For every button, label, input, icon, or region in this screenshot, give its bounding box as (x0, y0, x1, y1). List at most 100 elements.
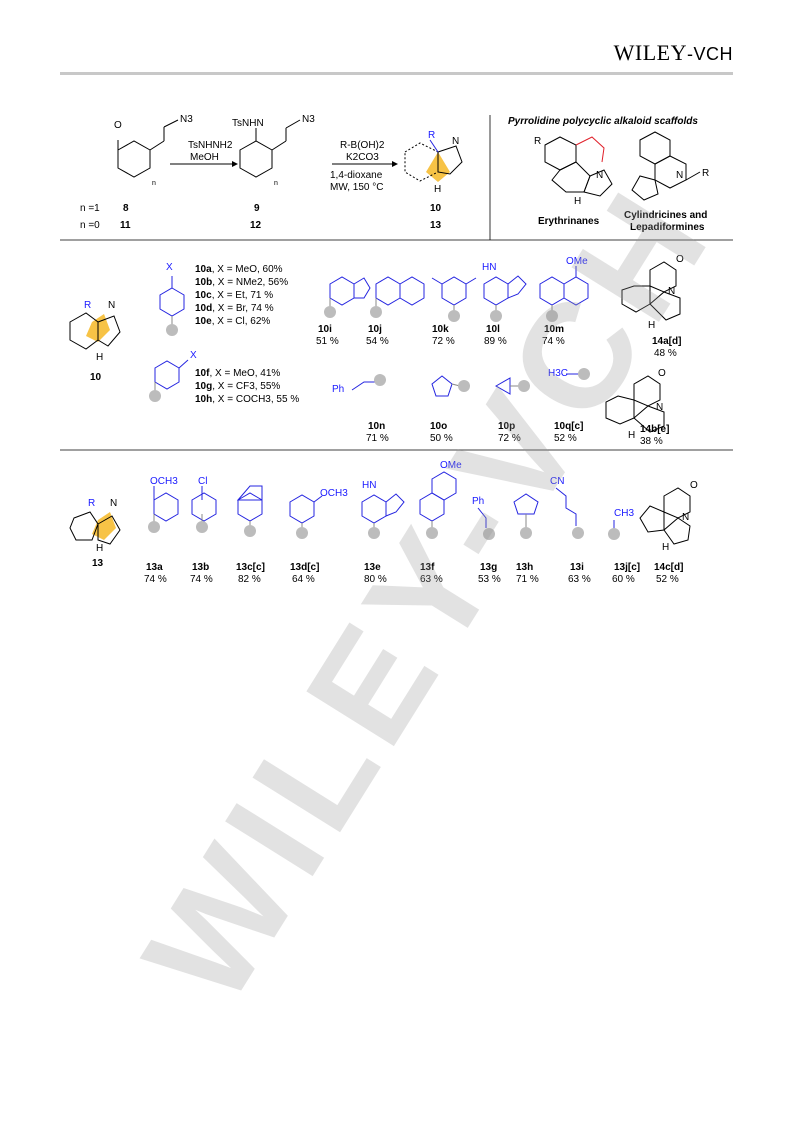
yield-13b: 74 % (190, 574, 213, 585)
yield-13j: 60 % (612, 574, 635, 585)
cmpd-10j: 10j (368, 324, 382, 335)
cylindricines-label: Cylindricines and (624, 210, 708, 221)
benzodioxane-structure (370, 276, 425, 318)
erythrinane-structure (544, 136, 613, 197)
cmpd-10o: 10o (430, 421, 448, 432)
benzodioxole-structure (324, 276, 371, 318)
ketone-structure (117, 119, 179, 178)
cmpd-13b: 13b (192, 562, 210, 573)
wiley-vch-logo: WILEY-VCH (613, 40, 733, 65)
cmpd-10g: 10g (195, 381, 213, 392)
cmpd-13c: 13c[c] (236, 562, 265, 573)
indole-structure (483, 275, 527, 322)
13j-ch3-label: CH3 (614, 508, 635, 519)
yield-13c: 82 % (238, 574, 261, 585)
yield-10o: 50 % (430, 433, 453, 444)
yield-13h: 71 % (516, 574, 539, 585)
cylindricine-r-label: R (702, 168, 710, 179)
cmpd-10m: 10m (544, 324, 565, 335)
ketone-oxygen: O (114, 120, 122, 131)
core10-nh-label: N (108, 300, 116, 311)
14a-o-label: O (676, 254, 684, 265)
14b-n-label: N (656, 402, 664, 413)
yield-10f: , X = MeO, 41% (209, 368, 281, 379)
cmpd-13f: 13f (420, 562, 435, 573)
azide-label-1: N3 (180, 114, 193, 125)
compound-13: 13 (430, 220, 442, 231)
10n-ph-label: Ph (332, 384, 345, 395)
cylindricine-n-label: N (676, 170, 684, 181)
product-r-label: R (428, 130, 436, 141)
yield-13e: 80 % (364, 574, 387, 585)
cmpd-10d: 10d (195, 303, 213, 314)
cmpd-10i: 10i (318, 324, 332, 335)
yield-14a: 48 % (654, 348, 677, 359)
yield-10p: 72 % (498, 433, 521, 444)
yield-10i: 51 % (316, 336, 339, 347)
yield-10c: , X = Et, 71 % (211, 290, 274, 301)
naphthyl-ome-label: OMe (566, 256, 588, 267)
13f-ome-label: OMe (440, 460, 462, 471)
reagent-dioxane: 1,4-dioxane (330, 170, 383, 181)
core-13-structure (69, 511, 121, 545)
para-aryl-structure (159, 276, 185, 336)
header-rule (60, 72, 733, 75)
compound-8: 8 (123, 203, 129, 214)
para-x-label: X (166, 262, 173, 273)
reagent-boronic-acid: R-B(OH)2 (340, 140, 385, 151)
cmpd-10h: 10h (195, 394, 213, 405)
cmpd-14c: 14c[d] (654, 562, 684, 573)
cmpd-13h: 13h (516, 562, 534, 573)
tricyclic-14b-structure (605, 375, 665, 433)
phenylpropyl-structure (351, 374, 386, 391)
14c-h-label: H (662, 542, 670, 553)
yield-10d: , X = Br, 74 % (212, 303, 274, 314)
core10-label: 10 (90, 372, 102, 383)
yield-14c: 52 % (656, 574, 679, 585)
dimethylphenyl-structure (431, 276, 477, 322)
product-h-label: H (434, 184, 442, 195)
cmpd-14b: 14b[e] (640, 424, 670, 435)
product-nh-label: N (452, 136, 460, 147)
indole-hn-label: HN (482, 262, 497, 273)
compound-12: 12 (250, 220, 262, 231)
core13-h-label: H (96, 543, 104, 554)
yield-10a: , X = MeO, 60% (211, 264, 283, 275)
cmpd-13j: 13j[c] (614, 562, 641, 573)
methoxynaphthyl-structure (539, 266, 589, 322)
yield-13f: 63 % (420, 574, 443, 585)
core13-label: 13 (92, 558, 104, 569)
13i-cn-label: CN (550, 476, 565, 487)
compound-9: 9 (254, 203, 260, 214)
reagent-k2co3: K2CO3 (346, 152, 379, 163)
cmpd-10e: 10e (195, 316, 212, 327)
cmpd-10q: 10q[c] (554, 421, 584, 432)
14a-h-label: H (648, 320, 656, 331)
methyl-structure (566, 368, 590, 380)
scaffold-title: Pyrrolidine polycyclic alkaloid scaffold… (508, 116, 698, 127)
core-10-structure (69, 312, 121, 350)
yield-10q: 52 % (554, 433, 577, 444)
yield-10k: 72 % (432, 336, 455, 347)
erythrinane-n-label: N (596, 170, 604, 181)
13g-ph-label: Ph (472, 496, 485, 507)
product-structure (404, 139, 463, 182)
n-label-2: n (274, 180, 278, 187)
yield-10g: , X = CF3, 55% (212, 381, 281, 392)
yield-10b: , X = NMe2, 56% (212, 277, 289, 288)
azide-label-2: N3 (302, 114, 315, 125)
yield-10e: , X = Cl, 62% (211, 316, 271, 327)
yield-10l: 89 % (484, 336, 507, 347)
13e-hn-label: HN (362, 480, 377, 491)
cmpd-10f: 10f (195, 368, 210, 379)
cmpd-10a: 10a (195, 264, 212, 275)
reagent-tsnhnh2: TsNHNH2 (188, 140, 233, 151)
hydrazone-structure (239, 119, 301, 178)
10q-h3c-label: H3C (548, 368, 569, 379)
erythrinane-h-label: H (574, 196, 582, 207)
n-equals-0: n =0 (80, 220, 100, 231)
erythrinane-r-label: R (534, 136, 542, 147)
13a-och3-label: OCH3 (150, 476, 178, 487)
meta-aryl-structure (149, 359, 189, 402)
